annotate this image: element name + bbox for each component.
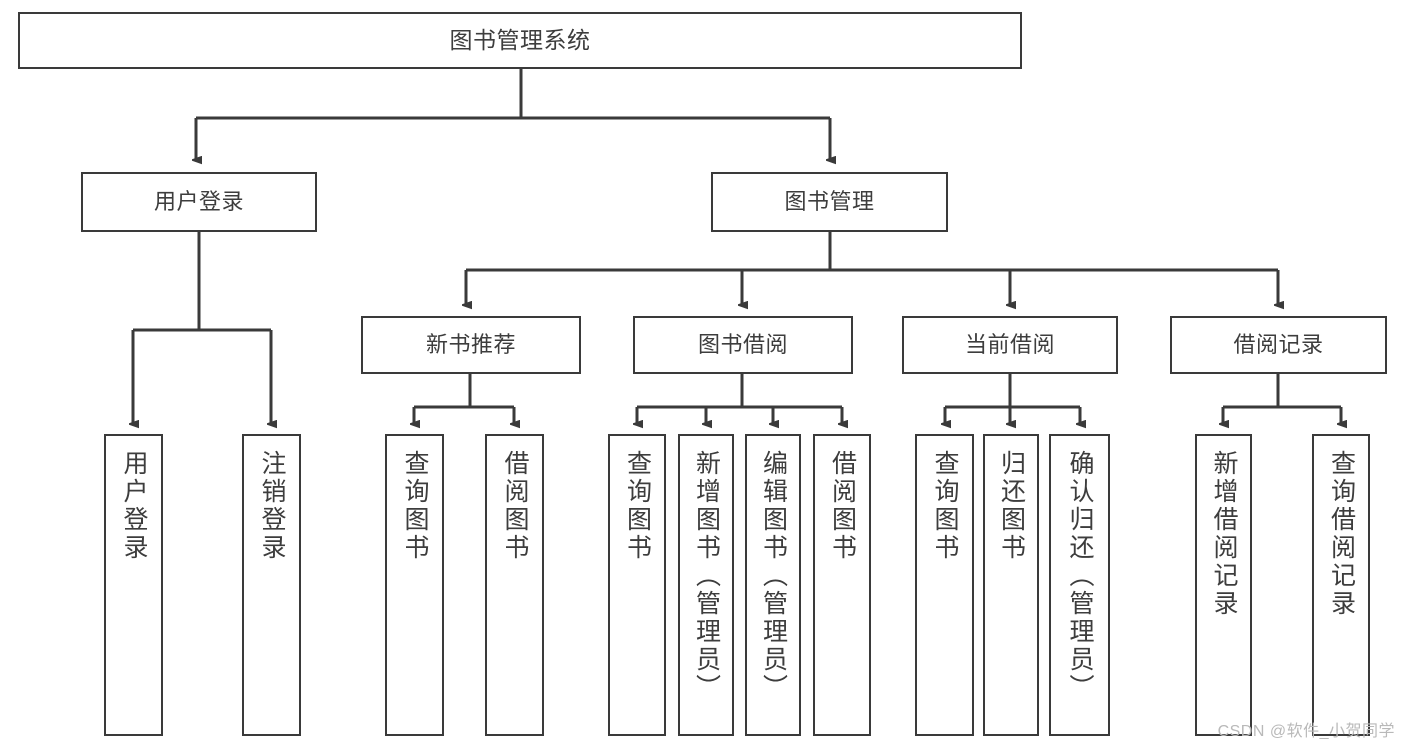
node-label: 新增图书（管理员）	[692, 450, 721, 702]
node-book-borrow[interactable]: 图书借阅	[633, 316, 853, 374]
watermark: CSDN @软件_小贺同学	[1217, 723, 1395, 740]
leaf-query-borrow-record[interactable]: 查询借阅记录	[1312, 434, 1370, 736]
node-label: 借阅记录	[1233, 332, 1324, 358]
node-root-system[interactable]: 图书管理系统	[18, 12, 1022, 69]
node-book-management[interactable]: 图书管理	[711, 172, 948, 232]
node-label: 新增借阅记录	[1210, 450, 1238, 618]
node-label: 图书管理	[784, 189, 875, 215]
node-new-book-recommend[interactable]: 新书推荐	[361, 316, 581, 374]
node-label: 确认归还（管理员）	[1066, 450, 1094, 702]
leaf-add-book-admin[interactable]: 新增图书（管理员）	[678, 434, 734, 736]
leaf-return-book[interactable]: 归还图书	[983, 434, 1039, 736]
node-label: 查询图书	[931, 450, 959, 562]
leaf-query-book-recommend[interactable]: 查询图书	[385, 434, 444, 736]
node-label: 用户登录	[120, 450, 148, 562]
node-label: 新书推荐	[425, 332, 516, 358]
leaf-query-book-current[interactable]: 查询图书	[915, 434, 974, 736]
node-label: 用户登录	[153, 189, 244, 215]
node-label: 图书借阅	[697, 332, 788, 358]
node-label: 查询图书	[623, 450, 652, 562]
leaf-edit-book-admin[interactable]: 编辑图书（管理员）	[745, 434, 801, 736]
leaf-add-borrow-record[interactable]: 新增借阅记录	[1195, 434, 1252, 736]
node-label: 查询图书	[401, 450, 429, 562]
leaf-borrow-book-recommend[interactable]: 借阅图书	[485, 434, 544, 736]
leaf-query-book-borrow[interactable]: 查询图书	[608, 434, 666, 736]
leaf-confirm-return-admin[interactable]: 确认归还（管理员）	[1049, 434, 1110, 736]
node-user-login[interactable]: 用户登录	[81, 172, 317, 232]
node-label: 编辑图书（管理员）	[759, 450, 788, 702]
leaf-borrow-book[interactable]: 借阅图书	[813, 434, 871, 736]
leaf-user-login[interactable]: 用户登录	[104, 434, 163, 736]
node-label: 归还图书	[997, 450, 1026, 562]
node-current-borrow[interactable]: 当前借阅	[902, 316, 1118, 374]
node-label: 注销登录	[258, 450, 286, 562]
leaf-logout[interactable]: 注销登录	[242, 434, 301, 736]
node-label: 借阅图书	[501, 450, 529, 562]
node-label: 图书管理系统	[449, 27, 591, 54]
node-label: 当前借阅	[964, 332, 1055, 358]
node-label: 借阅图书	[828, 450, 857, 562]
node-label: 查询借阅记录	[1327, 450, 1356, 618]
node-borrow-record[interactable]: 借阅记录	[1170, 316, 1387, 374]
